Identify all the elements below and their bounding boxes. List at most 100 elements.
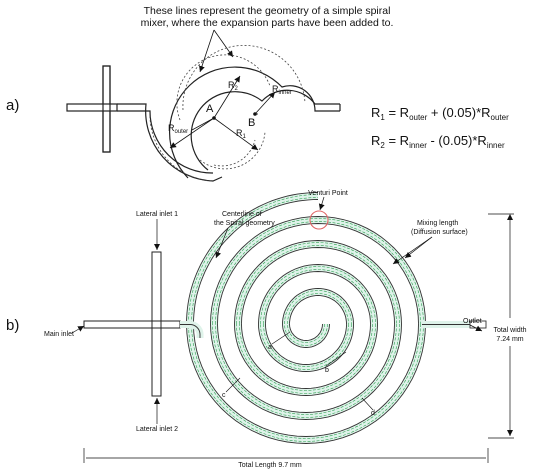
- venturi-arrow: [318, 196, 325, 211]
- channel-band-4: [258, 264, 378, 325]
- centerline-arrow: [215, 227, 229, 259]
- point-a-label: A: [206, 103, 214, 115]
- centerline-label-2: the Spiral geometry: [214, 220, 275, 227]
- channel-wall-6-0: [289, 295, 347, 325]
- mixing-length-label-2: (Diffusion surface): [411, 229, 468, 236]
- channel-centerline-5-1: [260, 323, 352, 370]
- note-arrow-1: [199, 29, 215, 73]
- total-width-label-2: 7.24 mm: [496, 336, 523, 343]
- channel-wall-5-1: [258, 323, 354, 372]
- channel-wall-1-0: [217, 323, 395, 413]
- channel-centerline-0-0: [215, 221, 421, 325]
- panel-b-label: b): [6, 317, 19, 334]
- panel-a-cross-inlet: [66, 65, 118, 153]
- channel-wall-3-0: [241, 323, 371, 389]
- channel-band-2: [234, 240, 402, 325]
- point-b-dot: [253, 112, 257, 116]
- total-width-label-1: Total width: [493, 327, 526, 334]
- channel-centerline-6-1: [284, 290, 352, 325]
- total-width-dimension: [488, 213, 514, 439]
- point-b-leader: [325, 351, 347, 367]
- channel-wall-4-0: [265, 271, 371, 325]
- point-c-small: c: [222, 392, 226, 399]
- channel-wall-8-1: [186, 323, 426, 444]
- channel-centerline-8-0: [191, 323, 421, 439]
- point-d-leader: [361, 397, 374, 411]
- point-b-small: b: [325, 367, 329, 374]
- panel-a-note-line-2: mixer, where the expansion parts have be…: [141, 17, 394, 29]
- channel-wall-0-1: [210, 216, 426, 325]
- venturi-point-label: Venturi Point: [308, 190, 348, 197]
- channel-wall-8-0: [193, 323, 419, 437]
- lateral-inlet-2-label: Lateral inlet 2: [136, 426, 178, 433]
- channel-centerline-3-1: [236, 323, 376, 394]
- inlet-connector-wall: [180, 324, 201, 338]
- panel-b-inlet-tee: [83, 251, 181, 397]
- point-a-leader: [271, 331, 291, 345]
- r-outer-label: Router: [168, 123, 188, 135]
- channel-band-8: [186, 323, 426, 444]
- channel-centerline-9-0: [191, 197, 319, 325]
- panel-a: a) These lines represent the geometry of…: [6, 5, 509, 182]
- channel-centerline-6-0: [287, 293, 349, 325]
- channel-centerline-4-1: [260, 266, 376, 325]
- panel-a-label: a): [6, 97, 19, 114]
- channel-centerline-3-0: [239, 323, 373, 391]
- spiral-channel: [180, 192, 487, 444]
- channel-centerline-2-0: [239, 245, 397, 325]
- channel-band-0: [210, 216, 426, 325]
- mixing-length-label-1: Mixing length: [417, 220, 458, 227]
- channel-centerline-0-1: [212, 218, 424, 325]
- point-a-dot: [212, 116, 216, 120]
- total-length-label: Total Length 9.7 mm: [238, 462, 302, 469]
- channel-wall-3-1: [234, 323, 378, 396]
- channel-wall-2-1: [234, 240, 402, 325]
- r1-label: R1: [236, 128, 247, 140]
- panel-a-note-line-1: These lines represent the geometry of a …: [144, 5, 391, 17]
- channel-centerline-2-1: [236, 242, 400, 325]
- main-inlet-arrow: [71, 325, 85, 334]
- channel-centerline-1-0: [215, 323, 397, 415]
- channel-band-9: [186, 192, 319, 325]
- channel-centerline-7-0: [287, 323, 325, 343]
- channel-band-5: [258, 323, 354, 372]
- panel-a-radius-lines: [169, 75, 276, 151]
- main-inlet-label: Main inlet: [44, 331, 74, 338]
- centerline-label-1: Centerline of: [222, 211, 262, 218]
- panel-a-expansion-lines: [149, 45, 306, 182]
- r-inner-label: Rinner: [272, 84, 292, 96]
- outlet-arrow: [469, 324, 483, 332]
- channel-band-7: [282, 323, 330, 348]
- channel-centerline-4-0: [263, 269, 373, 325]
- point-b-label: B: [248, 117, 255, 129]
- outlet-label: Outlet: [463, 318, 482, 325]
- total-length-dimension: [83, 448, 489, 463]
- channel-centerline-1-1: [212, 323, 400, 418]
- point-c-leader: [225, 377, 241, 393]
- equation-r2: R2 = Rinner - (0.05)*Rinner: [371, 133, 505, 150]
- channel-wall-0-0: [217, 223, 419, 325]
- point-d-small: d: [371, 410, 375, 417]
- point-a-small: a: [268, 344, 272, 351]
- equation-r1: R1 = Router + (0.05)*Router: [371, 105, 509, 122]
- channel-band-3: [234, 323, 378, 396]
- note-arrow-2: [213, 29, 234, 58]
- mixing-arrow-2: [392, 236, 433, 265]
- channel-wall-1-1: [210, 323, 402, 420]
- channel-wall-2-0: [241, 247, 395, 325]
- channel-wall-5-0: [265, 323, 347, 365]
- channel-wall-7-1: [282, 323, 330, 348]
- panel-b: b) Venturi Point Lateral inlet 1 Lateral…: [6, 190, 527, 469]
- channel-wall-4-1: [258, 264, 378, 325]
- channel-wall-7-0: [289, 323, 323, 341]
- lateral-inlet-1-label: Lateral inlet 1: [136, 211, 178, 218]
- channel-centerline-8-1: [188, 323, 424, 442]
- channel-wall-9-1: [186, 192, 319, 325]
- channel-centerline-7-1: [284, 323, 328, 346]
- r2-label: R2: [228, 80, 239, 92]
- channel-band-1: [210, 323, 402, 420]
- channel-wall-9-0: [193, 199, 319, 325]
- channel-band-6: [282, 288, 354, 325]
- venturi-point-circle: [309, 210, 329, 230]
